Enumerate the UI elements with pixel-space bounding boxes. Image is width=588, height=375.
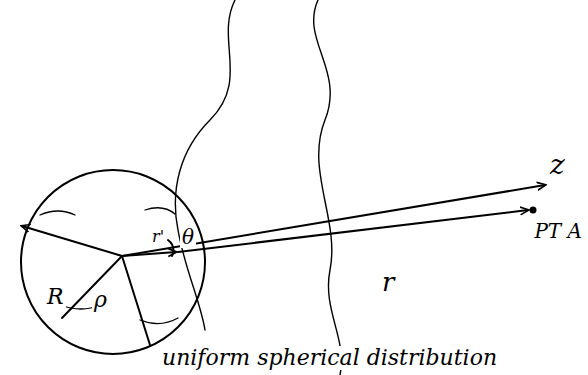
point-label: PT A xyxy=(532,220,584,242)
axis-label: z xyxy=(548,150,567,181)
source-vector xyxy=(122,252,176,256)
angle-label: θ xyxy=(180,226,196,248)
caption-note: uniform spherical distribution xyxy=(160,346,499,370)
point-a-dot xyxy=(530,207,537,214)
density-label: ρ xyxy=(92,288,109,312)
sphere-outline xyxy=(21,170,205,354)
vector-label: r xyxy=(380,268,396,297)
x-axis xyxy=(22,226,122,256)
vector-label: r' xyxy=(150,228,166,246)
z-axis xyxy=(122,185,545,256)
separation-vector xyxy=(178,210,528,252)
radius-label: R xyxy=(45,285,66,309)
wavy-line xyxy=(175,0,235,330)
shading-strokes xyxy=(40,208,178,324)
wavy-line xyxy=(314,0,342,375)
y-axis xyxy=(122,256,150,345)
theta-arc xyxy=(168,240,173,256)
